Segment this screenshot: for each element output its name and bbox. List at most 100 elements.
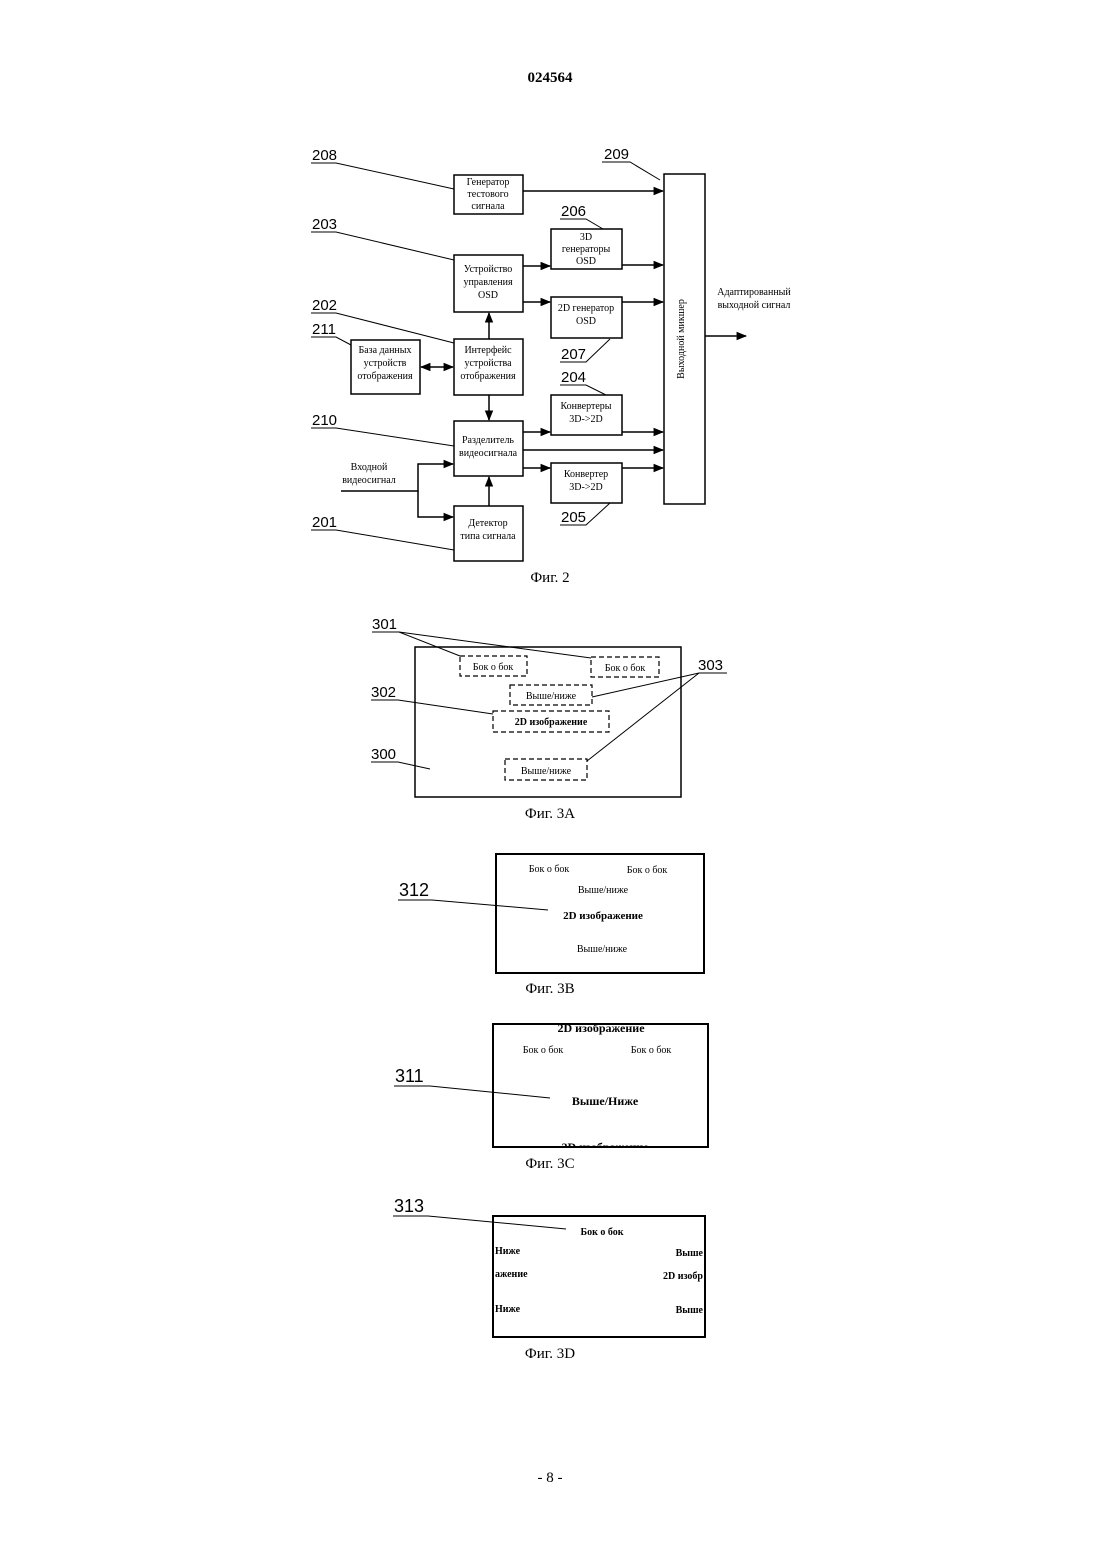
iface-line-2: устройства [464, 358, 512, 369]
leader-313 [393, 1216, 566, 1229]
3d-image-right-fragment: 2D изобр [663, 1271, 703, 1282]
ref-201: 201 [312, 514, 337, 531]
3b-topbottom-lower: Выше/ниже [577, 944, 628, 955]
detector-line-2: типа сигнала [460, 531, 516, 542]
3c-2d-image-bottom: 2D изображение [561, 1140, 649, 1154]
leader-209 [602, 162, 660, 180]
ref-202: 202 [312, 297, 337, 314]
conv-a-line-1: Конвертеры [560, 401, 611, 412]
leader-211 [311, 337, 351, 345]
ref-207: 207 [561, 346, 586, 363]
leader-302 [371, 700, 493, 714]
3d-upper-right-2: Выше [676, 1305, 704, 1316]
iface-line-3: отображения [460, 371, 516, 382]
output-label-line-1: Адаптированный [717, 287, 791, 298]
input-label-line-1: Входной [351, 462, 388, 473]
ref-300: 300 [371, 746, 396, 763]
text-topbottom-lower: Выше/ниже [521, 766, 572, 777]
ref-203: 203 [312, 216, 337, 233]
figure-3c: 311 2D изображение Бок о бок Бок о бок В… [394, 1021, 708, 1154]
gen3d-line-3: OSD [576, 256, 596, 267]
screen-frame-3c [493, 1024, 708, 1147]
testgen-line-1: Генератор [467, 177, 510, 188]
detector-line-1: Детектор [468, 518, 507, 529]
ref-302: 302 [371, 684, 396, 701]
ref-301: 301 [372, 616, 397, 633]
text-side-left: Бок о бок [473, 662, 514, 673]
leader-301-b [399, 632, 591, 658]
iface-line-1: Интерфейс [464, 345, 512, 356]
conv-b-line-2: 3D->2D [569, 482, 602, 493]
conv-a-line-2: 3D->2D [569, 414, 602, 425]
mixer-label: Выходной микшер [676, 299, 687, 379]
leader-203 [311, 232, 454, 260]
ref-209: 209 [604, 146, 629, 163]
ref-204: 204 [561, 369, 586, 386]
fig3d-caption: Фиг. 3D [525, 1346, 575, 1362]
leader-210 [311, 428, 454, 446]
gen2d-line-1: 2D генератор [558, 303, 614, 314]
leader-204 [560, 385, 606, 395]
ref-206: 206 [561, 203, 586, 220]
leader-312 [398, 900, 548, 910]
3d-upper-right-1: Выше [676, 1248, 704, 1259]
document-number: 024564 [528, 70, 574, 86]
db-line-2: устройств [364, 358, 407, 369]
3b-topbottom-upper: Выше/ниже [578, 885, 629, 896]
leader-311 [394, 1086, 550, 1098]
leader-206 [560, 219, 603, 229]
3c-side-left: Бок о бок [523, 1045, 564, 1056]
figure-3b: 312 Бок о бок Бок о бок Выше/ниже 2D изо… [398, 854, 704, 973]
splitter-line-2: видеосигнала [459, 448, 518, 459]
fig3b-caption: Фиг. 3В [525, 981, 574, 997]
text-side-right: Бок о бок [605, 663, 646, 674]
leader-208 [311, 163, 454, 189]
3d-lower-left-1: Ниже [495, 1246, 521, 1257]
ref-210: 210 [312, 412, 337, 429]
leader-303-a [592, 673, 727, 697]
ref-312: 312 [399, 880, 429, 900]
3b-2d-image: 2D изображение [563, 910, 643, 922]
osdctrl-line-1: Устройство [464, 264, 513, 275]
osdctrl-line-3: OSD [478, 290, 498, 301]
osdctrl-line-2: управления [463, 277, 513, 288]
3c-topbottom-center: Выше/Ниже [572, 1094, 639, 1108]
leader-303-b [587, 673, 699, 761]
conv-b-line-1: Конвертер [564, 469, 608, 480]
figure-3a: 301 302 303 300 Бок о бок Бок о бок Выше… [371, 616, 727, 797]
ref-208: 208 [312, 147, 337, 164]
db-line-3: отображения [357, 371, 413, 382]
ref-205: 205 [561, 509, 586, 526]
text-topbottom-upper: Выше/ниже [526, 691, 577, 702]
ref-211: 211 [312, 321, 336, 338]
fig3a-caption: Фиг. 3А [525, 806, 575, 822]
testgen-line-3: сигнала [471, 201, 505, 212]
testgen-line-2: тестового [467, 189, 508, 200]
ref-311: 311 [395, 1066, 424, 1086]
3b-side-right: Бок о бок [627, 865, 668, 876]
leader-201 [311, 530, 454, 550]
fig2-caption: Фиг. 2 [530, 570, 569, 586]
gen3d-line-2: генераторы [562, 244, 611, 255]
fig3c-caption: Фиг. 3С [525, 1156, 574, 1172]
figure-3d: 313 Бок о бок Ниже Выше ажение 2D изобр … [393, 1196, 705, 1337]
ref-303: 303 [698, 657, 723, 674]
3b-side-left: Бок о бок [529, 864, 570, 875]
leader-300 [371, 762, 430, 769]
output-label-line-2: выходной сигнал [718, 300, 791, 311]
3d-side-top: Бок о бок [580, 1227, 623, 1238]
arrow-input-detector [418, 491, 453, 517]
gen3d-line-1: 3D [580, 232, 592, 243]
splitter-line-1: Разделитель [462, 435, 514, 446]
db-line-1: База данных [358, 345, 411, 356]
input-label-line-2: видеосигнал [342, 475, 396, 486]
3d-image-left-fragment: ажение [495, 1269, 528, 1280]
page-number: - 8 - [538, 1470, 563, 1486]
3c-side-right: Бок о бок [631, 1045, 672, 1056]
gen2d-line-2: OSD [576, 316, 596, 327]
ref-313: 313 [394, 1196, 424, 1216]
text-2d-image: 2D изображение [515, 717, 588, 728]
3d-lower-left-2: Ниже [495, 1304, 521, 1315]
leader-301-a [372, 632, 460, 656]
